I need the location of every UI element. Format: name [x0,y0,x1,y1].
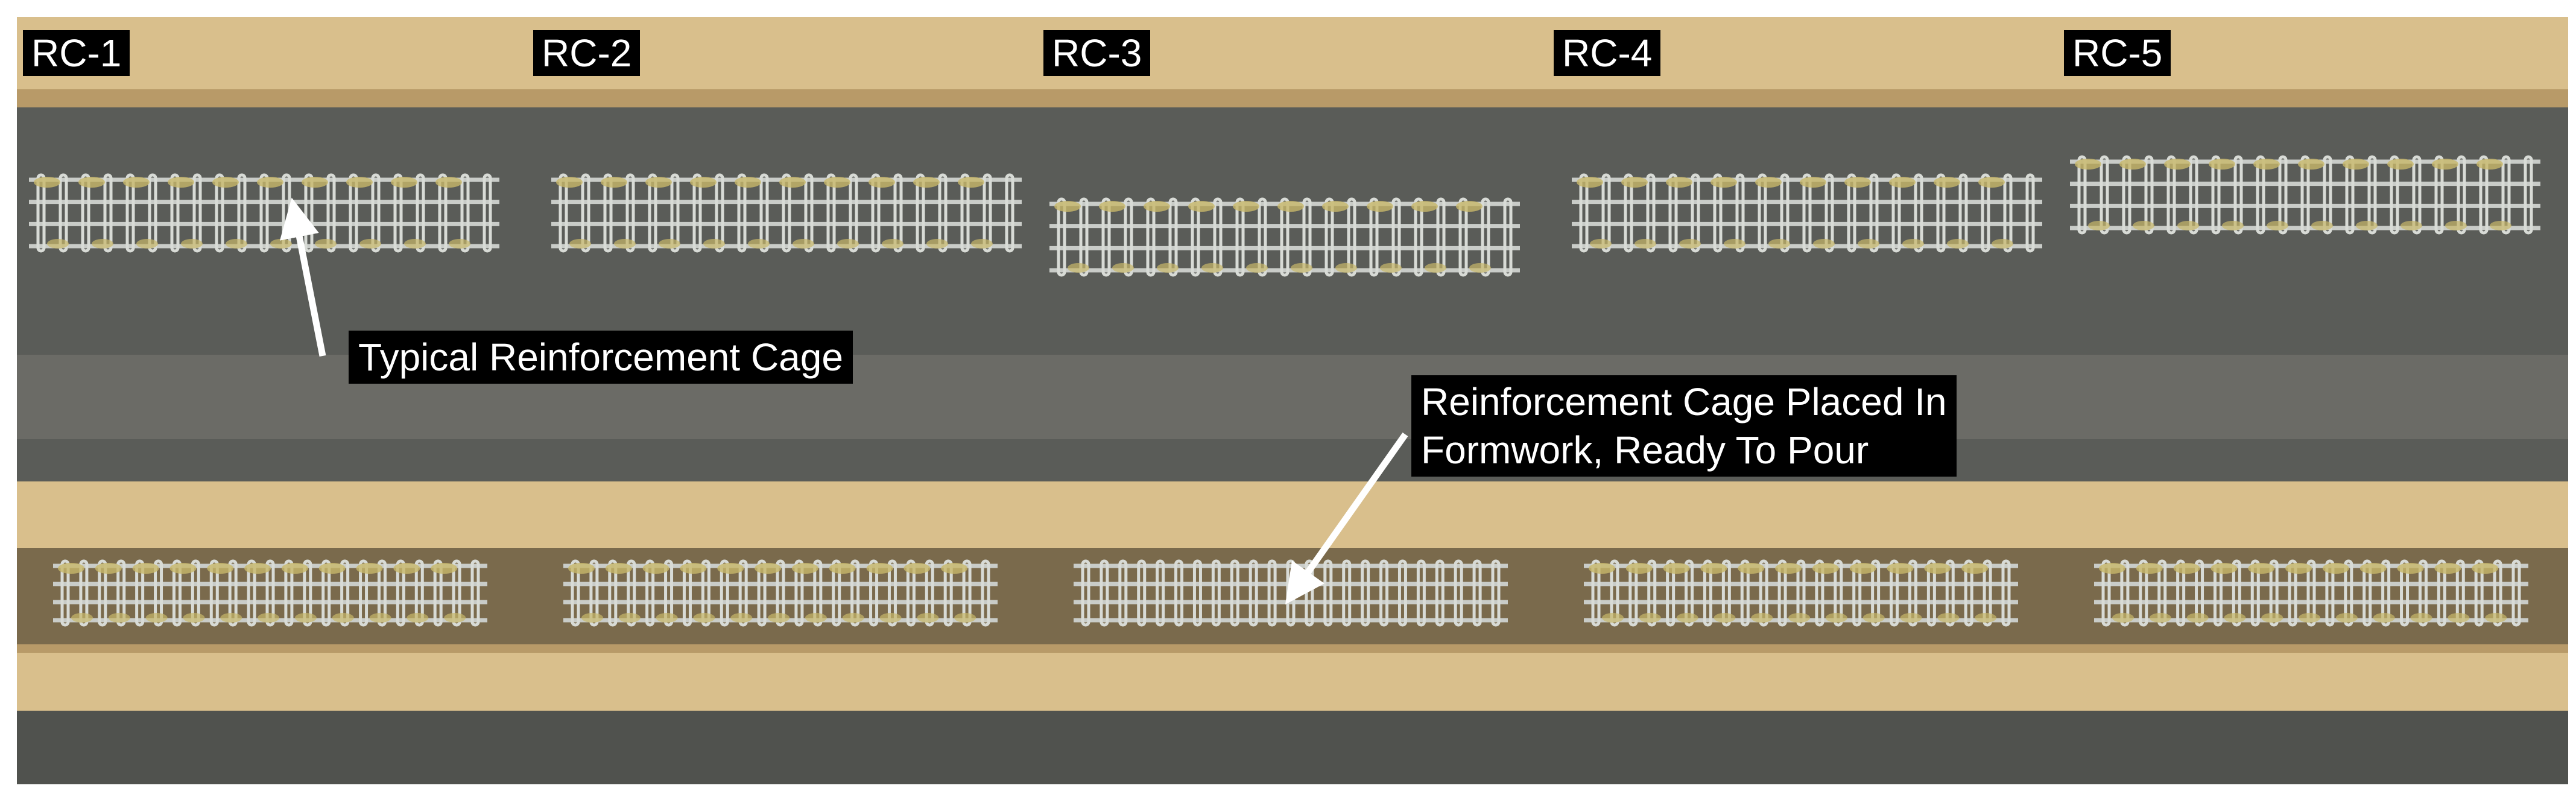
reinforcement-cage [1049,197,1520,277]
panel-label: RC-3 [1043,30,1151,76]
formwork-top [1548,481,2058,548]
callout-placed-cage: Reinforcement Cage Placed In Formwork, R… [1411,375,1957,477]
formwork-bottom [17,644,527,711]
panel-label: RC-2 [533,30,641,76]
panel-rc-5: RC-5 [2058,17,2568,784]
formwork-bottom [2058,644,2568,711]
reinforcement-cage [563,559,998,627]
callout-typical-cage: Typical Reinforcement Cage [349,331,853,384]
reinforcement-cage [551,173,1022,253]
panel-rc-1: RC-1 [17,17,527,784]
panel-label: RC-4 [1554,30,1661,76]
panel-photo [527,17,1037,784]
panel-label: RC-1 [23,30,130,76]
reinforcement-cage [29,173,499,253]
panel-photo [1037,17,1548,784]
reinforcement-cage [2070,155,2540,235]
formwork-bottom [1037,644,1548,711]
reinforcement-cage [53,559,487,627]
panel-rc-2: RC-2 [527,17,1037,784]
panel-label: RC-5 [2064,30,2171,76]
formwork-bottom [527,644,1037,711]
panel-photo [2058,17,2568,784]
formwork-bottom [1548,644,2058,711]
reinforcement-cage [1572,173,2042,253]
formwork-top [17,481,527,548]
reinforcement-cage [2094,559,2528,627]
formwork-top [1037,481,1548,548]
panel-rc-3: RC-3 [1037,17,1548,784]
formwork-top [527,481,1037,548]
reinforcement-cage [1584,559,2018,627]
formwork-top [2058,481,2568,548]
panel-photo [17,17,527,784]
